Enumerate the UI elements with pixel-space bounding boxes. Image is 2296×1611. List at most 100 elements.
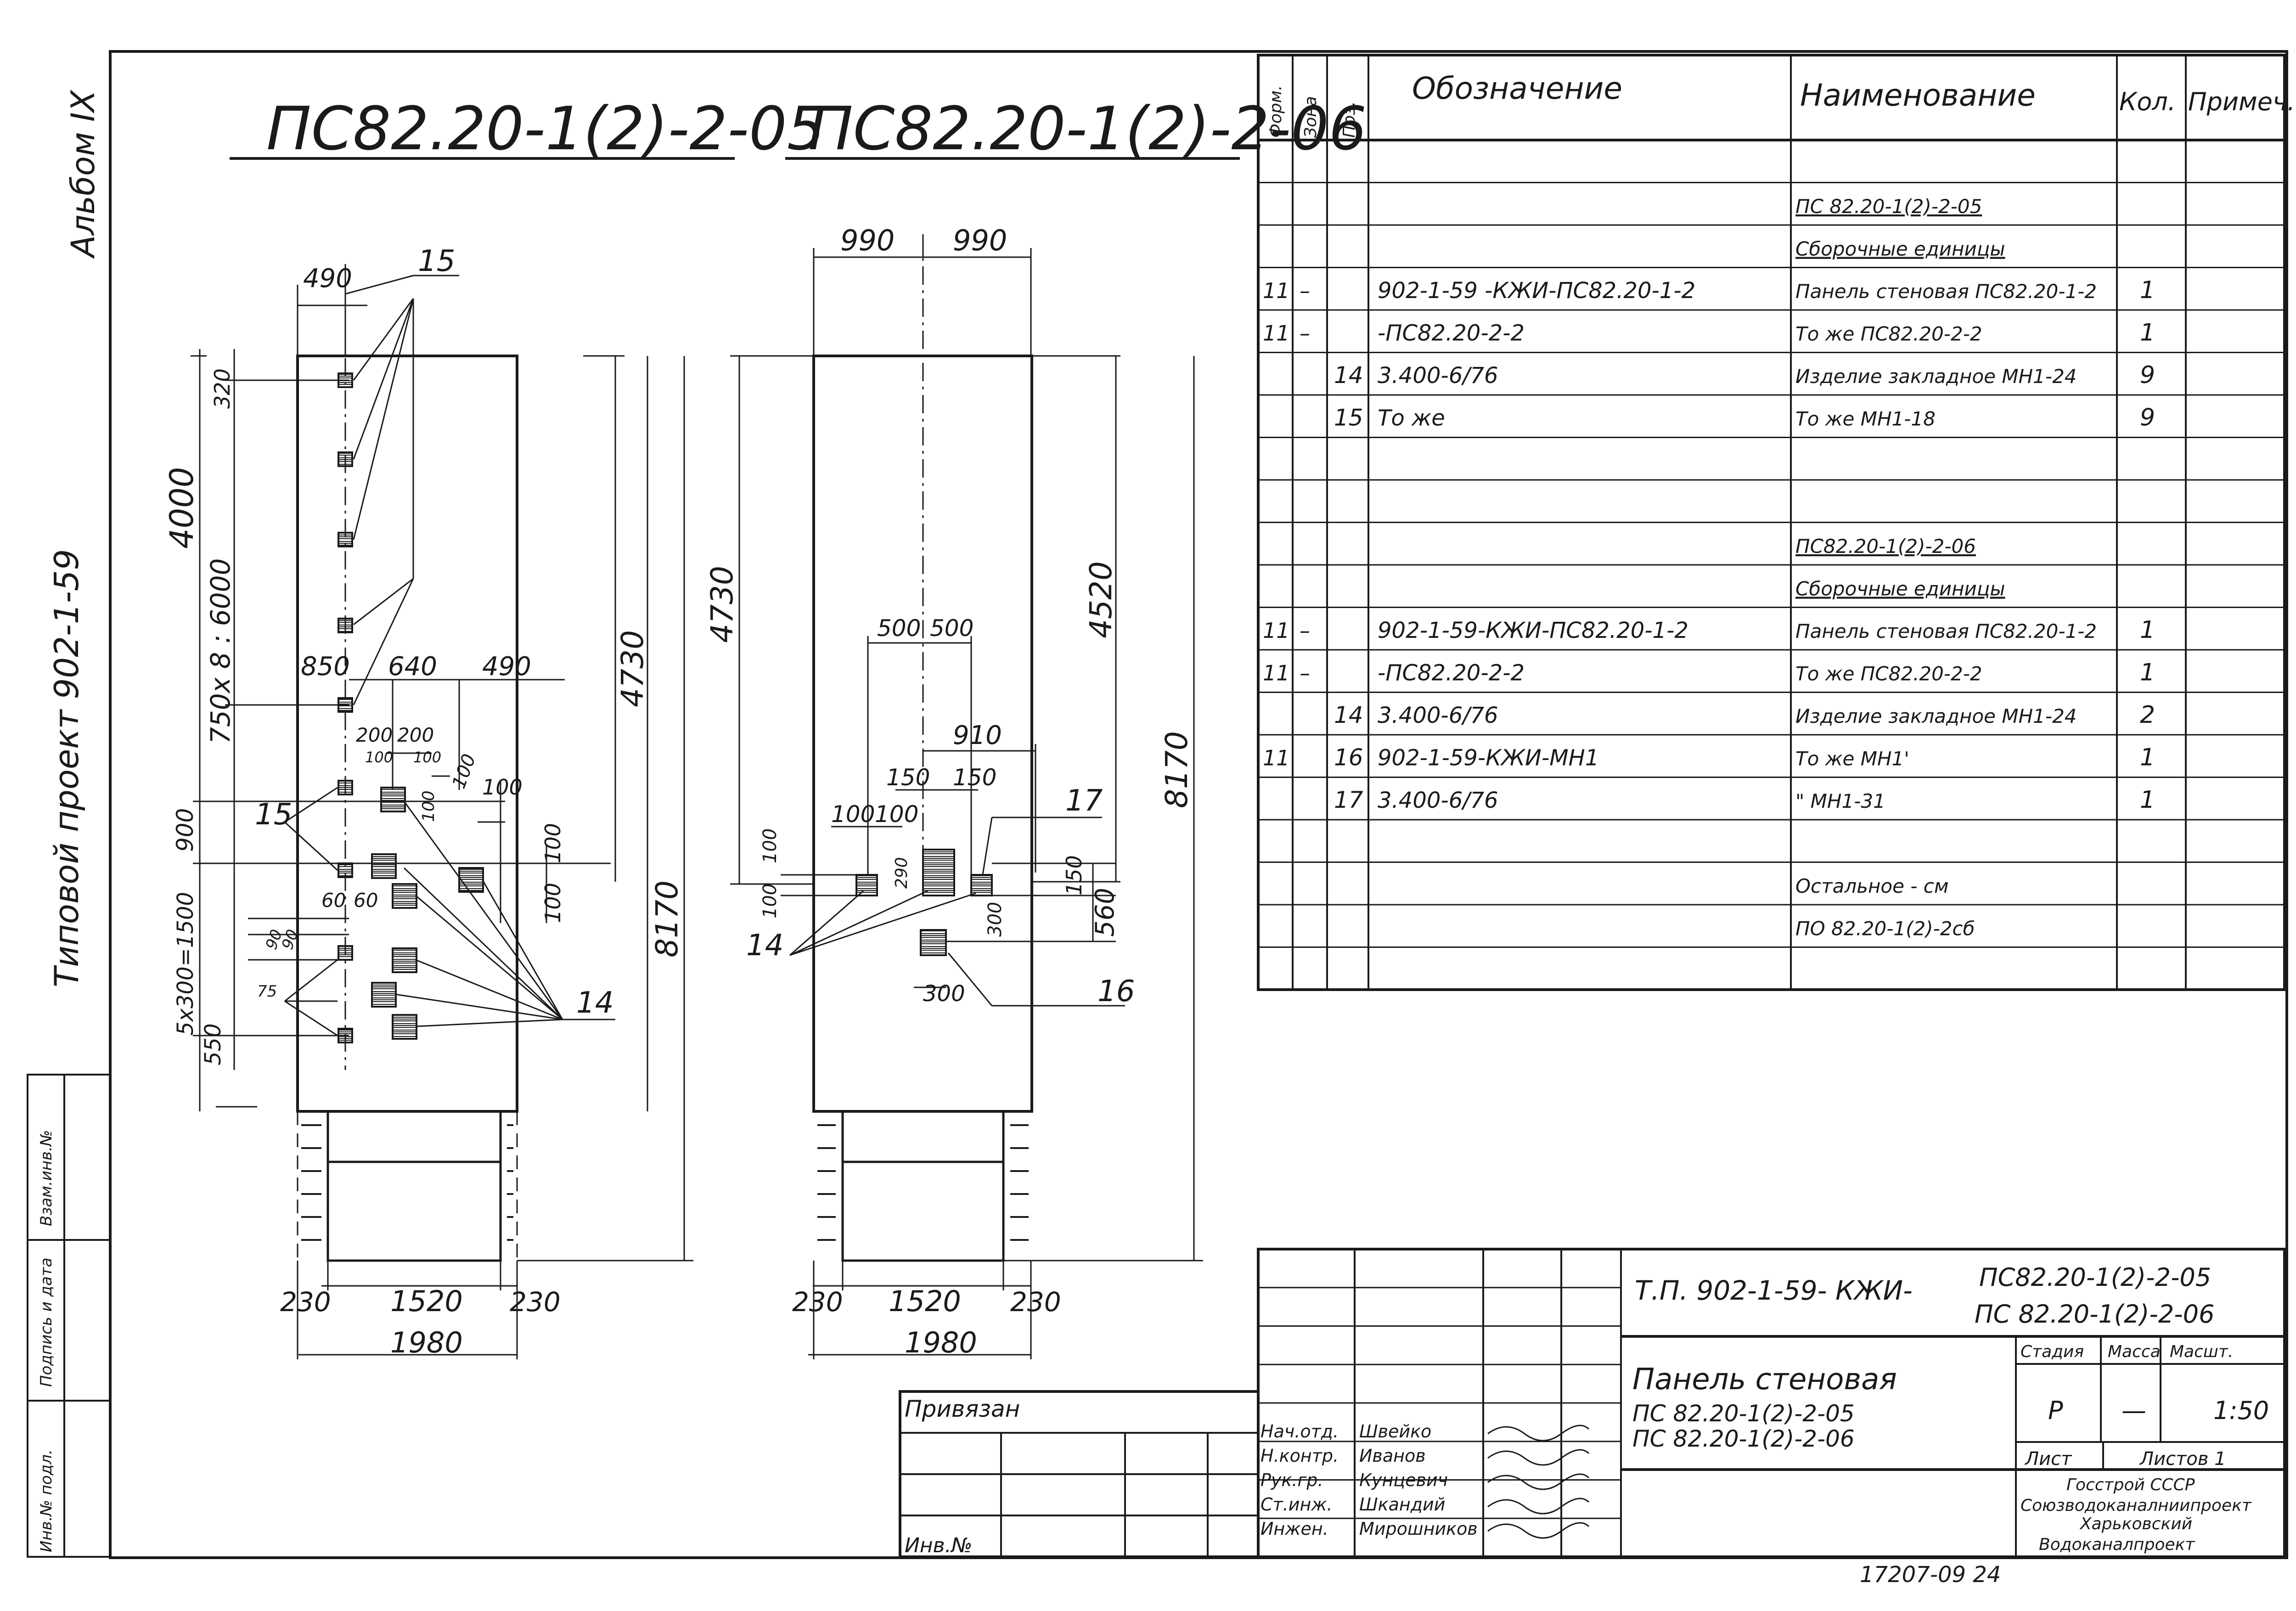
spec-cell-z: – <box>1300 618 1310 643</box>
stamp-label-vzam: Взам.инв.№ <box>37 1130 56 1226</box>
dim-right-l100a: 100 <box>760 828 781 863</box>
spec-cell-k: 1 <box>2140 319 2155 347</box>
spec-cell-k: 9 <box>2140 404 2155 432</box>
spec-cell-n: То же МН1' <box>1795 748 1909 770</box>
tb-code-a: ПС82.20-1(2)-2-05 <box>1979 1263 2211 1292</box>
tb-person-role: Н.контр. <box>1261 1446 1339 1466</box>
spec-cell-d: 3.400-6/76 <box>1378 363 1498 389</box>
dim-left-100f-b: 100 <box>540 883 565 923</box>
spec-cell-d: То же <box>1378 406 1445 431</box>
tb-person-role: Нач.отд. <box>1261 1421 1339 1442</box>
spec-cell-n: То же ПС82.20-2-2 <box>1795 663 1982 685</box>
dim-left-100c: 100 <box>419 790 438 822</box>
dim-right-100a: 100 <box>831 801 875 828</box>
dim-right-500b: 500 <box>930 615 974 642</box>
spec-header-poz: Поз. <box>1340 101 1359 138</box>
tb-person-role: Инжен. <box>1261 1519 1328 1539</box>
callout-right-14: 14 <box>746 929 783 963</box>
dim-right-990b: 990 <box>953 224 1007 257</box>
spec-cell-p: 16 <box>1334 744 1363 771</box>
spec-cell-n: То же МН1-18 <box>1795 408 1936 430</box>
tb-scale: 1:50 <box>2213 1396 2269 1425</box>
dim-right-l100b: 100 <box>760 884 781 918</box>
tb-sheet-label: Лист <box>2024 1448 2072 1470</box>
tb-signature <box>1487 1522 1590 1539</box>
dim-right-4730: 4730 <box>704 566 740 643</box>
tb-stage-label: Стадия <box>2020 1342 2084 1361</box>
tb-mass-label: Масса <box>2108 1342 2161 1361</box>
view-left-title: ПС82.20-1(2)-2-05 <box>266 94 825 163</box>
tb-person-name: Мирошников <box>1359 1519 1478 1539</box>
dim-left-200a: 200 <box>356 724 393 746</box>
tb-person-name: Кунцевич <box>1359 1470 1448 1490</box>
dim-right-1520: 1520 <box>889 1284 961 1318</box>
dim-left-320: 320 <box>210 368 235 409</box>
tb-name1: Панель стеновая <box>1632 1363 1897 1397</box>
spec-cell-z: – <box>1300 278 1310 303</box>
spec-cell-f: 11 <box>1263 278 1290 303</box>
dim-left-550: 550 <box>200 1023 226 1065</box>
callout-right-16: 16 <box>1097 974 1135 1008</box>
dim-left-75: 75 <box>257 982 277 1001</box>
dim-left-60a: 60 <box>321 889 346 912</box>
dim-right-910: 910 <box>953 721 1002 750</box>
panel-left-foot-top <box>326 1110 502 1163</box>
spec-header-oboz: Обозначение <box>1412 71 1622 106</box>
spec-cell-d: 902-1-59 -КЖИ-ПС82.20-1-2 <box>1378 278 1695 304</box>
dim-right-230a: 230 <box>792 1286 843 1318</box>
dim-left-4730: 4730 <box>615 630 650 707</box>
spec-cell-d: 3.400-6/76 <box>1378 788 1498 813</box>
dim-right-150r: 150 <box>1062 855 1086 896</box>
view-right-title: ПС82.20-1(2)-2-06 <box>808 94 1367 163</box>
dim-right-500a: 500 <box>877 615 921 642</box>
spec-cell-k: 1 <box>2140 276 2155 304</box>
project-label: Типовой проект 902-1-59 <box>47 549 86 987</box>
spec-cell-p: 14 <box>1334 362 1363 389</box>
stamp-label-inv: Инв.№ подл. <box>37 1449 56 1552</box>
dim-left-200b: 200 <box>397 724 434 746</box>
dim-right-560: 560 <box>1090 888 1120 937</box>
spec-cell-f: 11 <box>1263 746 1290 771</box>
spec-cell-n: Изделие закладное МН1-24 <box>1795 705 2077 727</box>
dim-right-150a: 150 <box>886 764 930 791</box>
tb-org4: Водоканалпроект <box>2039 1535 2195 1554</box>
dim-right-300a: 300 <box>985 902 1006 937</box>
tb-person-role: Ст.инж. <box>1261 1494 1333 1515</box>
tb-signature <box>1487 1449 1590 1466</box>
dim-right-100b: 100 <box>875 801 918 828</box>
spec-cell-d: -ПС82.20-2-2 <box>1378 660 1525 686</box>
spec-header-form: Форм. <box>1266 85 1285 138</box>
dim-left-4000: 4000 <box>163 467 201 549</box>
callout-left-15b: 15 <box>255 798 292 832</box>
tb-person-name: Швейко <box>1359 1421 1431 1442</box>
dim-right-8170: 8170 <box>1159 731 1194 808</box>
dim-left-1520: 1520 <box>390 1284 463 1318</box>
tb-code-b: ПС 82.20-1(2)-2-06 <box>1975 1300 2214 1329</box>
side-stamp: Взам.инв.№ Подпись и дата Инв.№ подл. <box>27 1074 111 1558</box>
dim-left-100d: 100 <box>448 751 480 791</box>
spec-cell-n: Панель стеновая ПС82.20-1-2 <box>1795 280 2097 303</box>
spec-cell-d: 902-1-59-КЖИ-ПС82.20-1-2 <box>1378 618 1688 643</box>
dim-left-900: 900 <box>172 808 198 852</box>
callout-left-15a: 15 <box>418 244 455 278</box>
tb-scale-label: Масшт. <box>2170 1342 2233 1361</box>
spec-cell-p: 15 <box>1334 405 1363 431</box>
dim-right-230b: 230 <box>1010 1286 1061 1318</box>
spec-header-kol: Кол. <box>2119 87 2176 116</box>
tb-name3: ПС 82.20-1(2)-2-06 <box>1632 1425 1855 1452</box>
spec-cell-n: Изделие закладное МН1-24 <box>1795 365 2077 388</box>
spec-header-zona: Зона <box>1301 96 1320 138</box>
spec-cell-p: 17 <box>1334 787 1363 813</box>
spec-cell-k: 9 <box>2140 361 2155 389</box>
dim-left-1980: 1980 <box>390 1326 463 1359</box>
dim-right-1980: 1980 <box>905 1326 977 1359</box>
tb-person-name: Иванов <box>1359 1446 1426 1466</box>
spec-cell-z: – <box>1300 321 1310 346</box>
dim-left-230b: 230 <box>510 1286 561 1318</box>
dim-left-60b: 60 <box>354 889 378 912</box>
tb-stage: Р <box>2048 1396 2063 1425</box>
stamp-label-podpis: Подпись и дата <box>37 1257 56 1387</box>
spec-cell-n: Сборочные единицы <box>1795 238 2005 260</box>
tb-mass: — <box>2122 1396 2146 1425</box>
dim-left-100b: 100 <box>413 749 441 766</box>
